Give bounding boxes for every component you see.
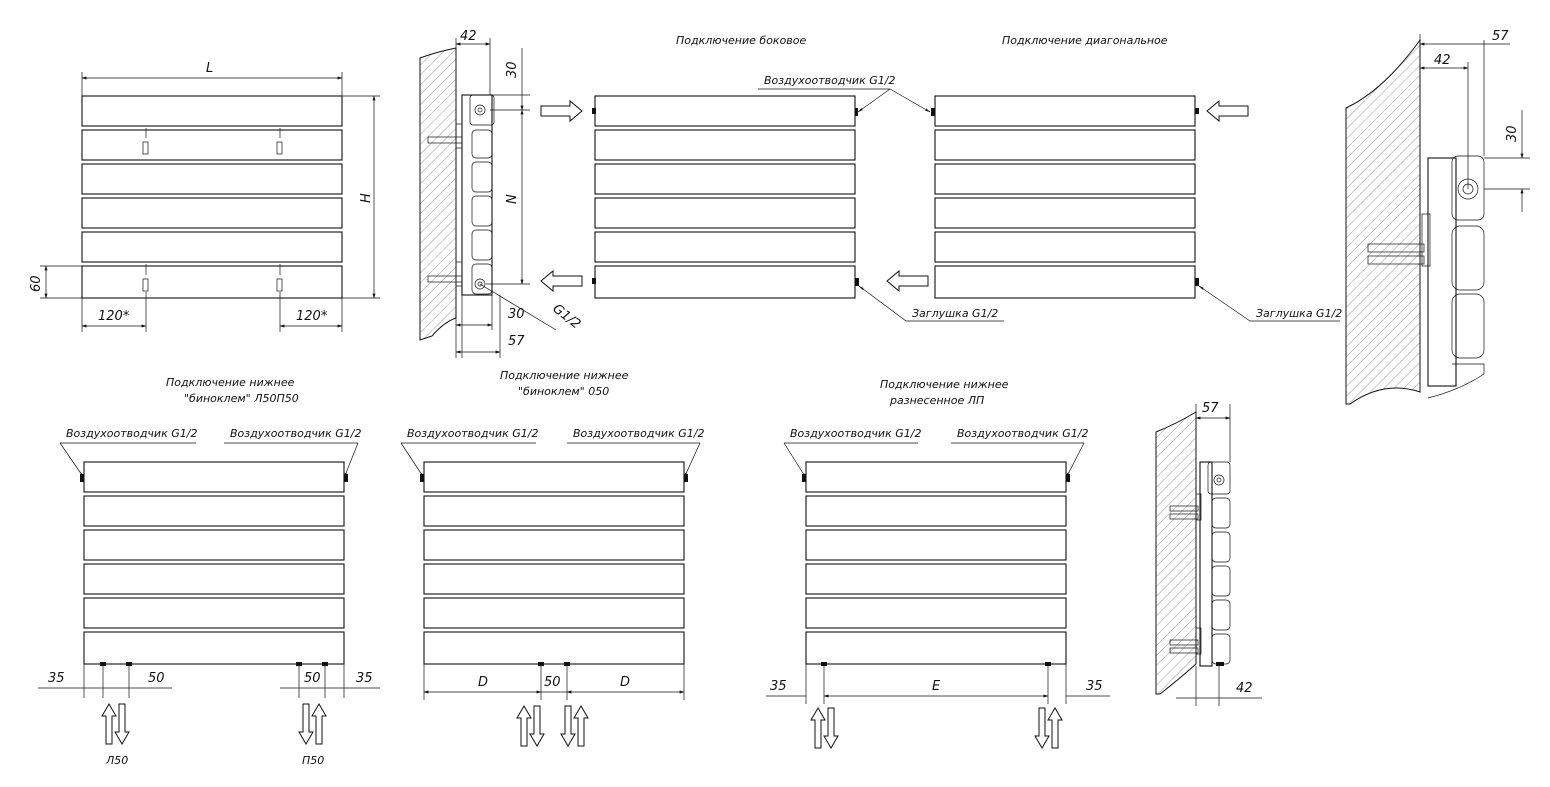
label-l50: Л50 bbox=[105, 754, 128, 767]
bottom-binoclem-lp-view: Подключение нижнее "биноклем" Л50П50 Воз… bbox=[38, 376, 380, 767]
side-view-1: 42 30 N G1/2 30 57 bbox=[419, 29, 584, 358]
dim-N: N bbox=[505, 194, 520, 204]
detail-dim-30: 30 bbox=[1505, 125, 1520, 142]
dim-30-top: 30 bbox=[505, 61, 520, 78]
dim-D-left: D bbox=[478, 675, 488, 690]
dim-E: E bbox=[932, 679, 941, 694]
side2-dim-42: 42 bbox=[1236, 681, 1253, 696]
front-panels bbox=[81, 95, 343, 299]
plug-label-right: Заглушка G1/2 bbox=[1256, 307, 1342, 320]
spaced-dim-35-right: 35 bbox=[1086, 679, 1103, 694]
air-vent-spaced-right: Воздухоотводчик G1/2 bbox=[957, 427, 1088, 440]
binoclem-lp-title-1: Подключение нижнее bbox=[166, 376, 295, 389]
dim-H: H bbox=[359, 193, 374, 203]
spaced-dim-35-left: 35 bbox=[770, 679, 787, 694]
air-vent-lp-left: Воздухоотводчик G1/2 bbox=[66, 427, 197, 440]
label-p50: П50 bbox=[302, 754, 324, 767]
dim-120-left: 120* bbox=[98, 309, 130, 324]
spaced-title-2: разнесенное ЛП bbox=[889, 394, 984, 407]
dim-42: 42 bbox=[460, 29, 477, 44]
binoclem-050-title-2: "биноклем" 050 bbox=[518, 385, 609, 398]
bottom-binoclem-050-view: Подключение нижнее "биноклем" 050 Воздух… bbox=[400, 369, 704, 747]
dim-D-right: D bbox=[620, 675, 630, 690]
air-vent-050-right: Воздухоотводчик G1/2 bbox=[573, 427, 704, 440]
bottom-spaced-view: Подключение нижнее разнесенное ЛП Воздух… bbox=[766, 378, 1110, 749]
dim-57: 57 bbox=[508, 334, 525, 349]
front-view: L H 60 120* 120* bbox=[29, 61, 380, 332]
air-vent-050-left: Воздухоотводчик G1/2 bbox=[407, 427, 538, 440]
side-connection-view: Подключение боковое Воздухоотводчик G1/2 bbox=[540, 34, 931, 299]
dim-120-right: 120* bbox=[296, 309, 328, 324]
binoclem-lp-title-2: "биноклем" Л50П50 bbox=[184, 392, 299, 405]
lp-dim-35-left: 35 bbox=[48, 671, 65, 686]
dim-60: 60 bbox=[29, 275, 44, 292]
air-vent-spaced-left: Воздухоотводчик G1/2 bbox=[790, 427, 921, 440]
spaced-title-1: Подключение нижнее bbox=[880, 378, 1009, 391]
front-brackets bbox=[142, 128, 283, 292]
detail-view: 57 42 30 bbox=[1345, 29, 1530, 405]
plug-label-left: Заглушка G1/2 bbox=[912, 307, 998, 320]
air-vent-lp-right: Воздухоотводчик G1/2 bbox=[230, 427, 361, 440]
diagonal-connection-title: Подключение диагональное bbox=[1002, 34, 1168, 47]
dim-50-050: 50 bbox=[544, 675, 561, 690]
side-view-2: 57 42 bbox=[1155, 401, 1262, 706]
diagonal-connection-view: Подключение диагональное Заглушка G1/2 З… bbox=[855, 34, 1342, 322]
detail-dim-42: 42 bbox=[1434, 53, 1451, 68]
dim-L: L bbox=[206, 61, 213, 76]
lp-dim-50-left: 50 bbox=[148, 671, 165, 686]
detail-dim-57: 57 bbox=[1492, 29, 1509, 44]
lp-dim-35-right: 35 bbox=[356, 671, 373, 686]
binoclem-050-title-1: Подключение нижнее bbox=[500, 369, 629, 382]
thread-g12: G1/2 bbox=[550, 301, 584, 332]
air-vent-label-side: Воздухоотводчик G1/2 bbox=[764, 74, 895, 87]
dim-30-bottom: 30 bbox=[508, 307, 525, 322]
side-connection-title: Подключение боковое bbox=[676, 34, 807, 47]
lp-dim-50-right: 50 bbox=[304, 671, 321, 686]
side2-dim-57: 57 bbox=[1202, 401, 1219, 416]
